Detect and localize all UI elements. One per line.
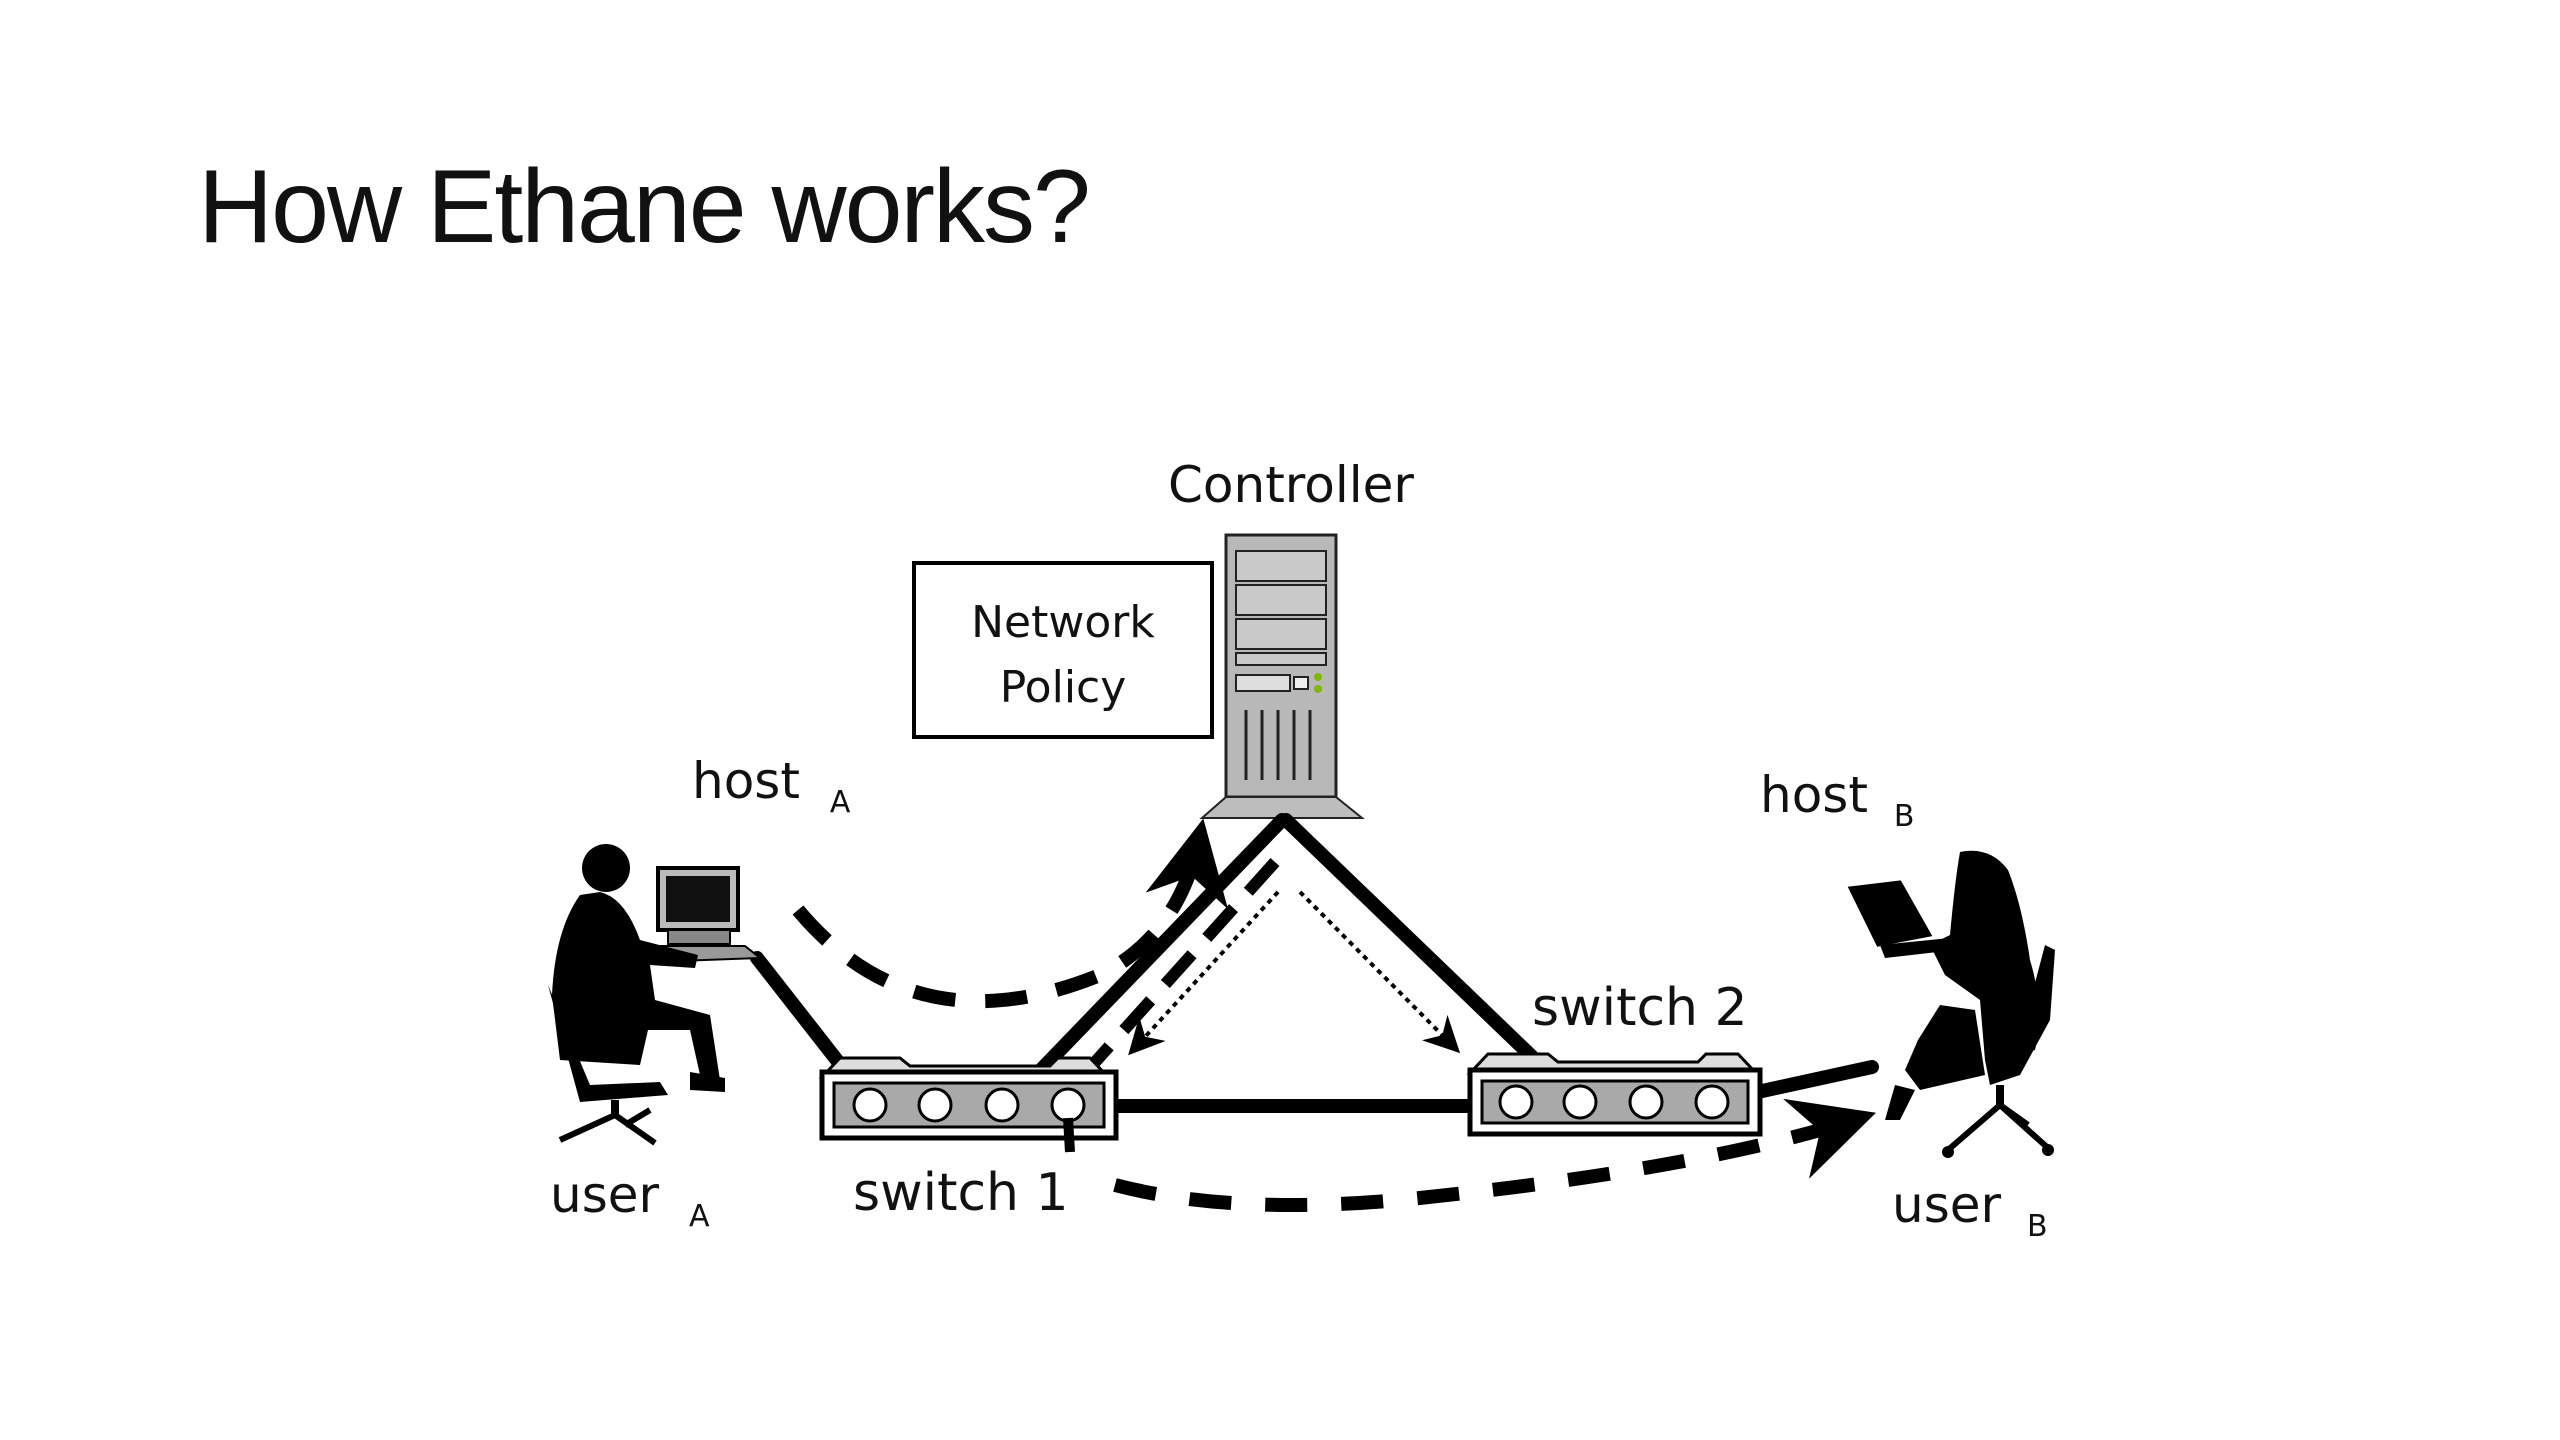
control-arrow-to-switch1 (1128, 890, 1280, 1056)
switch2-device-icon (1466, 1052, 1763, 1137)
switch1-drop-line (1063, 1117, 1075, 1153)
controller-label: Controller (1168, 456, 1414, 514)
user-b-sub: B (2027, 1209, 2048, 1244)
slide-title: How Ethane works? (198, 149, 1091, 265)
host-b-sub: B (1894, 799, 1915, 834)
flow-arrow-host-to-controller (792, 818, 1228, 1009)
user-b-label: user B (1892, 1176, 2048, 1244)
flow-arrow-controller-to-switch1 (1065, 857, 1280, 1095)
user-a-desktop-icon (548, 844, 763, 1146)
host-a-sub: A (830, 785, 851, 820)
user-a-text: user (550, 1166, 660, 1224)
network-policy-line2: Policy (1000, 662, 1127, 713)
host-a-label: host A (692, 752, 851, 820)
user-a-sub: A (689, 1199, 710, 1234)
switch1-label: switch 1 (853, 1163, 1069, 1223)
host-a-text: host (692, 752, 800, 810)
network-policy-line1: Network (971, 597, 1155, 648)
host-b-label: host B (1760, 766, 1914, 834)
flow-arrow-switch1-to-userb (1113, 1098, 1876, 1212)
user-b-laptop-icon (1847, 850, 2055, 1158)
network-policy-box (912, 561, 1214, 739)
controller-server-icon (1199, 533, 1365, 819)
user-b-text: user (1892, 1176, 2002, 1234)
host-b-text: host (1760, 766, 1868, 824)
control-arrow-to-switch2 (1298, 890, 1461, 1054)
user-a-label: user A (550, 1166, 710, 1234)
switch2-label: switch 2 (1532, 978, 1748, 1038)
